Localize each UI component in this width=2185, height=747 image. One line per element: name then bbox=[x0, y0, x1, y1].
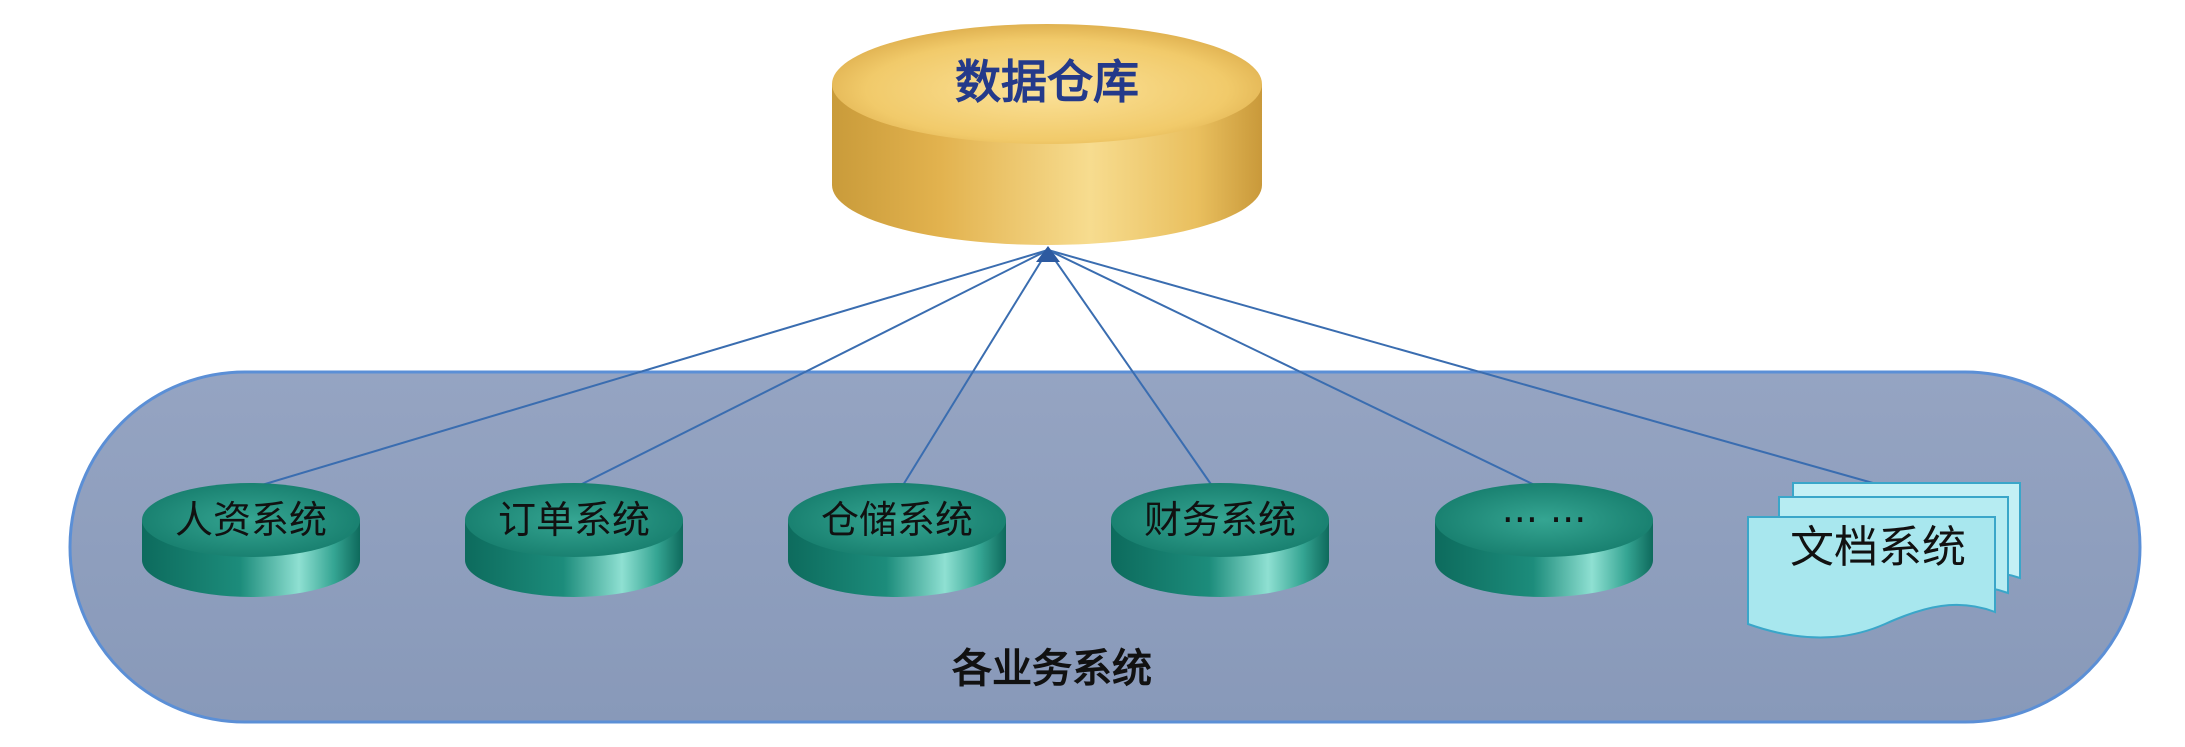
document-system: 文档系统 bbox=[1747, 482, 2021, 639]
group-label: 各业务系统 bbox=[952, 646, 1152, 692]
connector-line bbox=[1047, 249, 1546, 491]
connector-lines bbox=[244, 249, 1881, 491]
disk-top bbox=[1111, 483, 1329, 557]
document-page-front bbox=[1747, 516, 1996, 639]
business-systems-group bbox=[68, 370, 2142, 724]
connector-line bbox=[569, 249, 1049, 491]
arrowhead-icon bbox=[1036, 246, 1060, 262]
system-more: ··· ··· bbox=[1435, 483, 1653, 597]
disk-top bbox=[1435, 483, 1653, 557]
connector-line bbox=[244, 249, 1049, 491]
system-label: 仓储系统 bbox=[821, 498, 973, 542]
disk-top bbox=[142, 483, 360, 557]
system-label: 财务系统 bbox=[1144, 498, 1296, 542]
connector-line bbox=[1047, 249, 1216, 491]
disk-top bbox=[788, 483, 1006, 557]
connector-line bbox=[1047, 249, 1881, 486]
system-hr: 人资系统 bbox=[142, 483, 360, 597]
warehouse-cylinder-top bbox=[832, 24, 1262, 144]
document-label: 文档系统 bbox=[1790, 522, 1966, 573]
system-label: 人资系统 bbox=[175, 498, 327, 542]
system-finance: 财务系统 bbox=[1111, 483, 1329, 597]
disk-top bbox=[465, 483, 683, 557]
system-warehousing: 仓储系统 bbox=[788, 483, 1006, 597]
data-warehouse: 数据仓库 bbox=[832, 24, 1262, 245]
system-order: 订单系统 bbox=[465, 483, 683, 597]
system-label: 订单系统 bbox=[498, 498, 650, 542]
warehouse-label: 数据仓库 bbox=[955, 55, 1139, 109]
connector-line bbox=[899, 249, 1049, 491]
system-label: ··· ··· bbox=[1502, 498, 1587, 542]
